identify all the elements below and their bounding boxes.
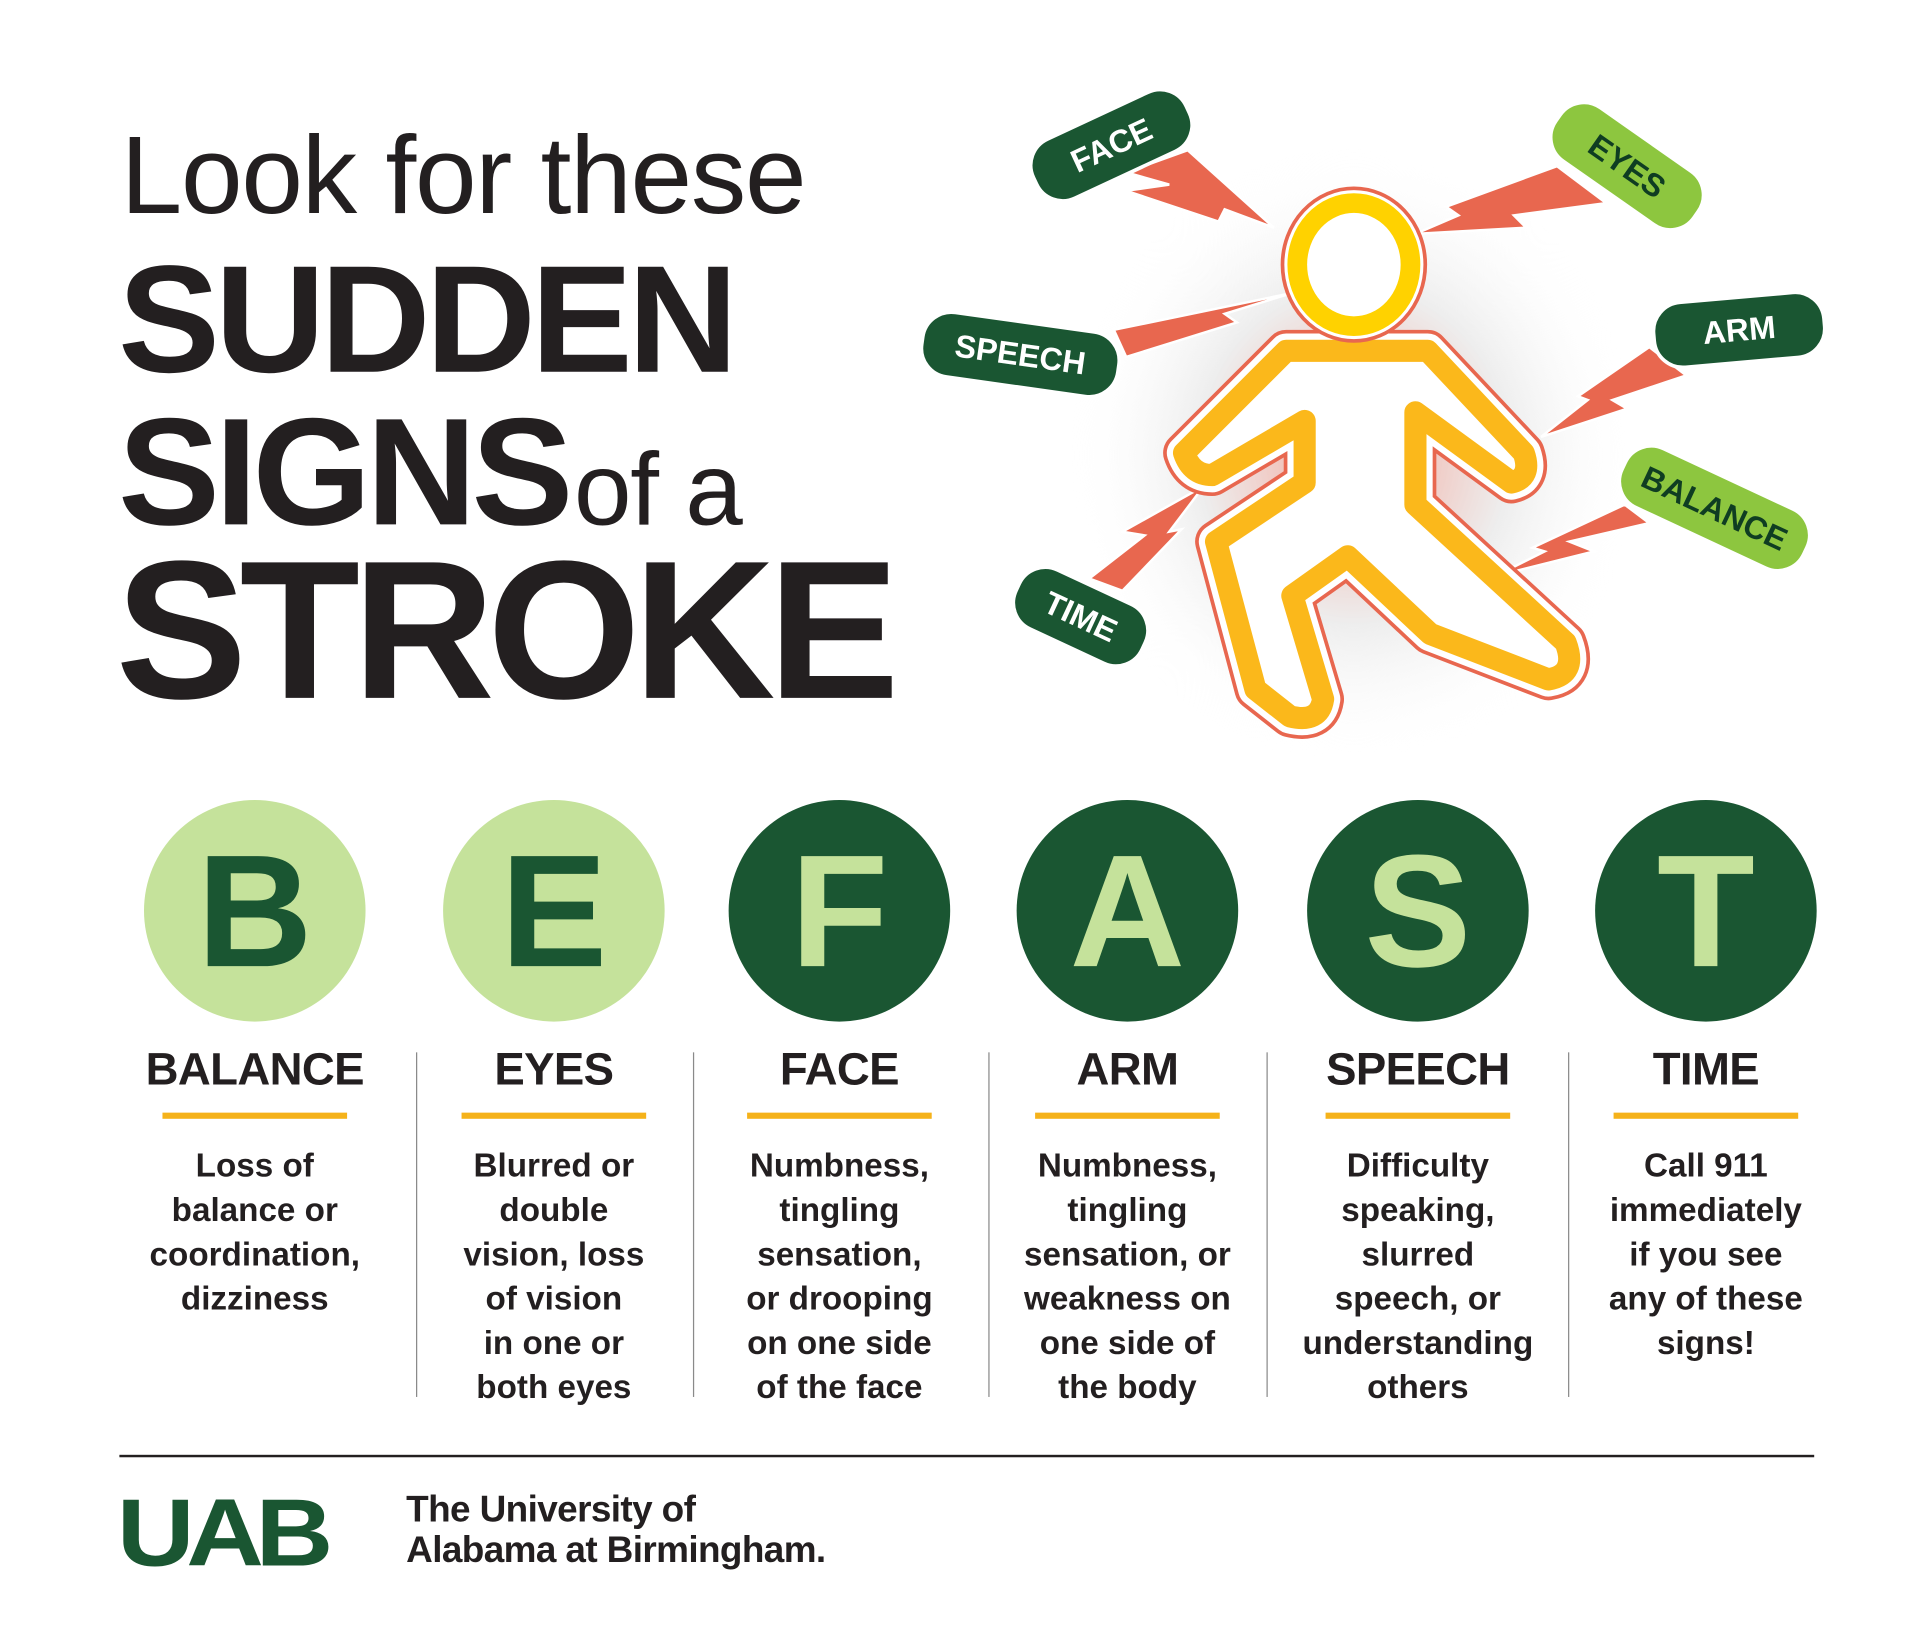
column-divider <box>988 1052 990 1397</box>
sign-title: EYES <box>494 1043 614 1095</box>
column-divider <box>1266 1052 1268 1397</box>
headline-line3: SIGNS of a <box>118 396 743 549</box>
bolt-arm <box>1540 345 1689 439</box>
sign-title: FACE <box>779 1043 900 1095</box>
bolt-speech <box>1112 291 1293 359</box>
letter-circle-s: S <box>1307 800 1529 1022</box>
org-name-line2: Alabama at Birmingham. <box>406 1529 826 1571</box>
letter-circle-e: E <box>443 800 665 1022</box>
headline-signs: SIGNS <box>118 387 573 558</box>
letter-circle-t: T <box>1595 800 1817 1022</box>
headline-line1: Look for these <box>120 114 807 238</box>
sign-title: TIME <box>1652 1043 1760 1095</box>
bolt-time <box>1086 485 1205 593</box>
column-divider <box>1568 1052 1570 1397</box>
underline <box>747 1112 932 1119</box>
letter-circle-f: F <box>728 800 951 1022</box>
headline-of-a: of a <box>573 430 743 547</box>
org-name: The University of Alabama at Birmingham. <box>406 1489 826 1571</box>
underline <box>1613 1112 1799 1119</box>
bolt-balance <box>1494 503 1653 578</box>
underline <box>461 1112 647 1119</box>
uab-logo: UAB <box>116 1478 333 1587</box>
letter-circle-b: B <box>144 800 366 1022</box>
sign-title: BALANCE <box>145 1043 365 1095</box>
column-divider <box>416 1052 418 1397</box>
sign-title: SPEECH <box>1326 1043 1510 1095</box>
lightning-bolts <box>1086 148 1689 593</box>
column-divider <box>692 1052 695 1397</box>
org-name-line1: The University of <box>406 1489 696 1530</box>
headline-sudden: SUDDEN <box>118 235 738 405</box>
figure <box>1163 186 1591 739</box>
letter-circle-a: A <box>1016 800 1239 1022</box>
underline <box>1325 1112 1511 1119</box>
bolt-face <box>1122 148 1275 229</box>
bolt-eyes <box>1414 164 1610 236</box>
underline <box>1035 1112 1220 1119</box>
headline-stroke: STROKE <box>115 519 900 740</box>
footer-rule <box>119 1454 1815 1458</box>
sign-title: ARM <box>1076 1043 1179 1095</box>
underline <box>162 1112 348 1119</box>
stroke-figure-illustration <box>1070 147 1689 764</box>
